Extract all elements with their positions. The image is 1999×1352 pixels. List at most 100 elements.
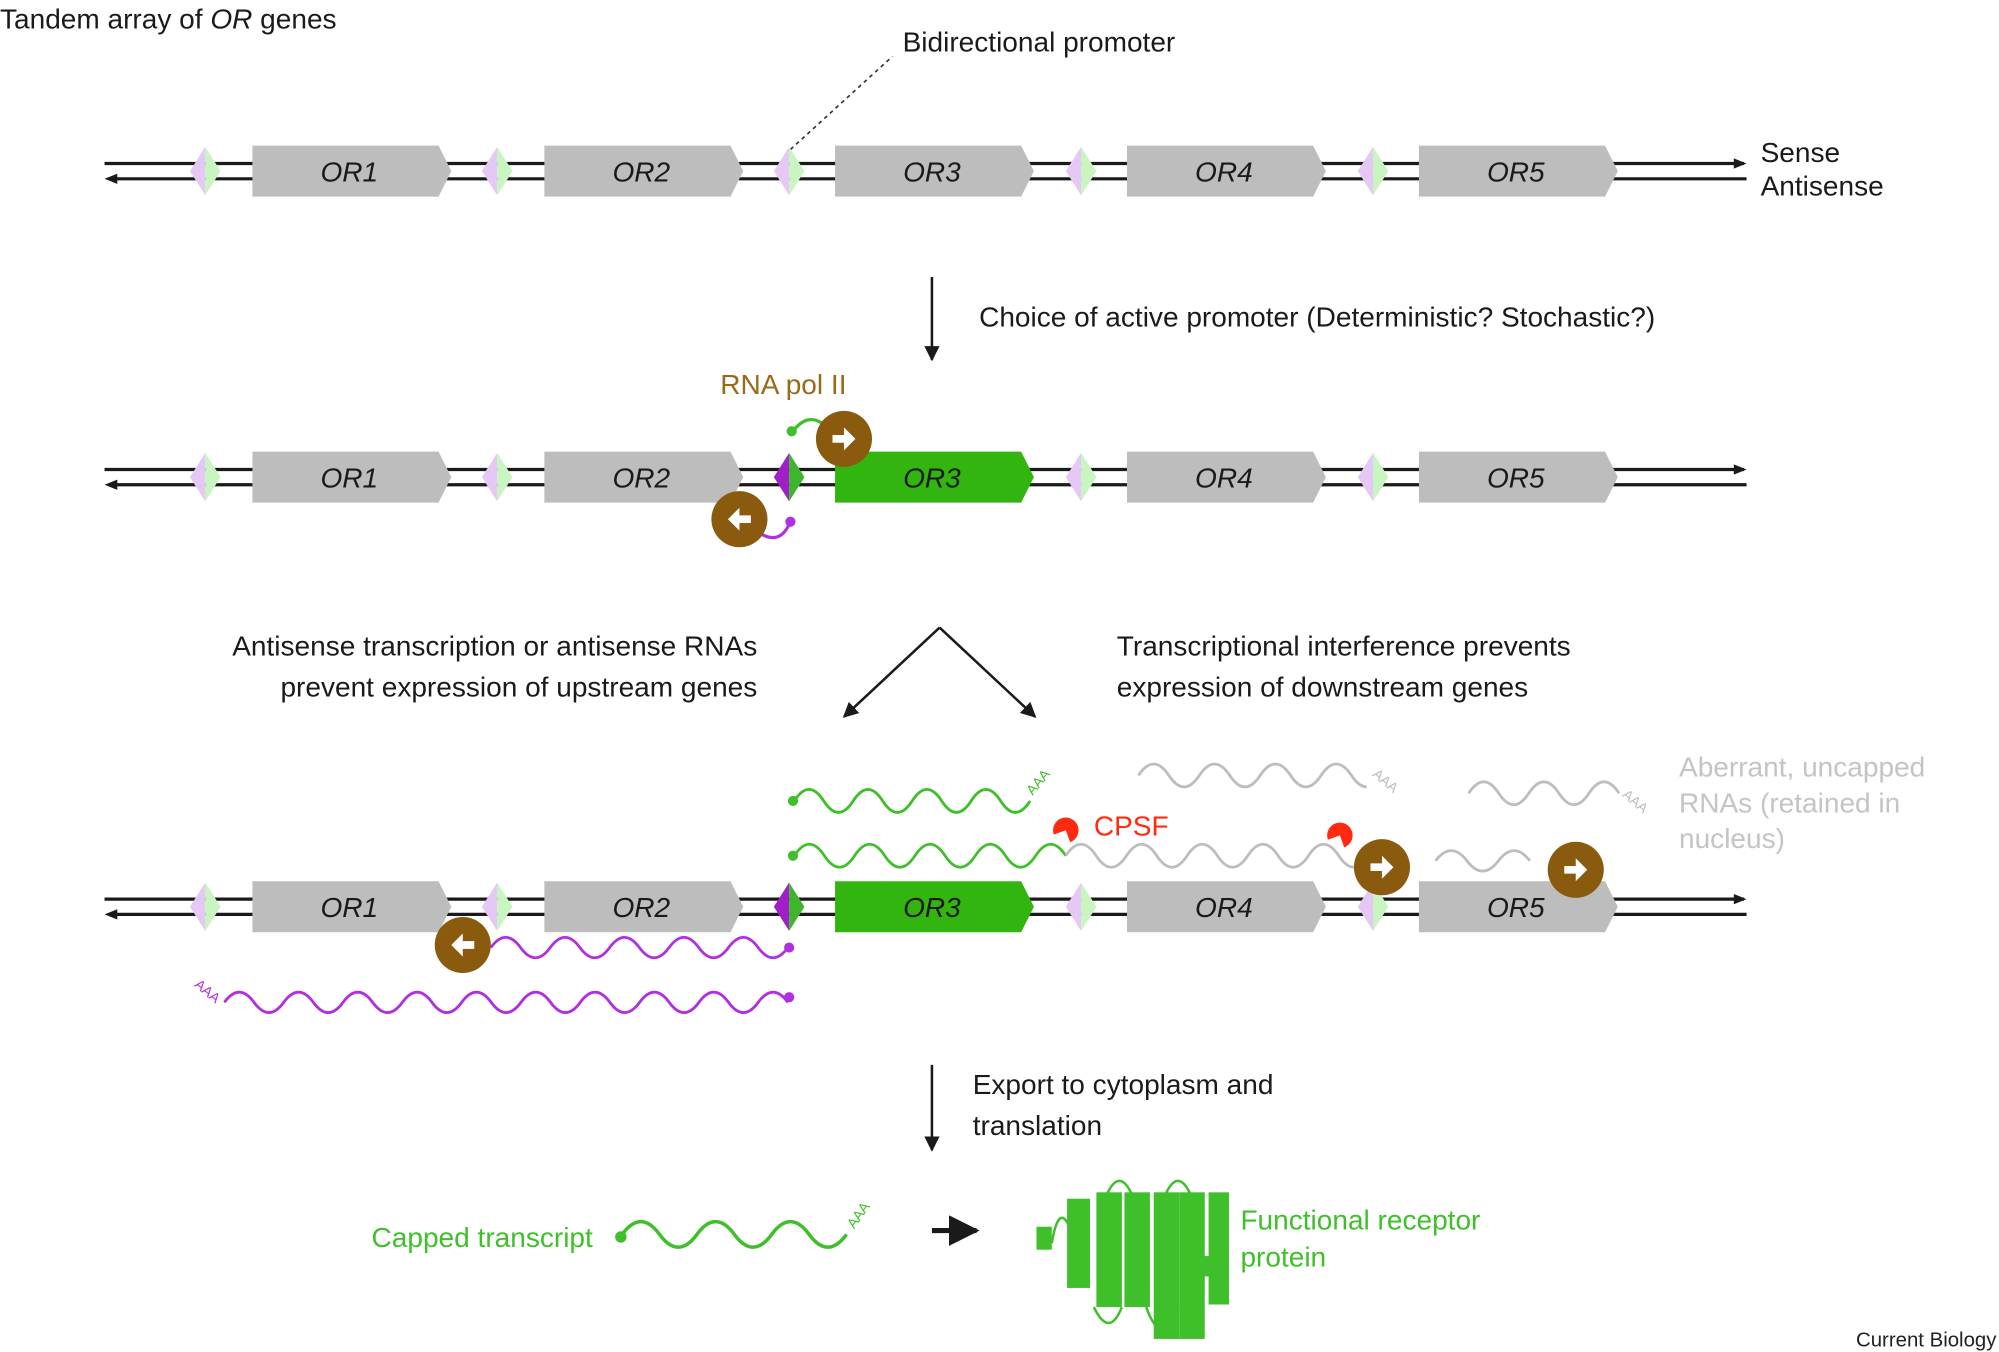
- promoter-right-half: [205, 146, 221, 196]
- gene-label-or2: OR2: [612, 156, 670, 187]
- aberrant-rna-nascent: [1434, 849, 1531, 873]
- promoter-left-half: [189, 452, 206, 502]
- promoter-right-half: [789, 146, 805, 196]
- sense-arrowhead-icon: [1733, 894, 1747, 905]
- promoter-right-half: [1373, 452, 1389, 502]
- rna-cap: [787, 850, 799, 861]
- direction-arrow-icon: [1370, 855, 1394, 879]
- right-branch-label-line2: expression of downstream genes: [1117, 671, 1528, 702]
- gene-label-or5: OR5: [1487, 462, 1545, 493]
- promoter-right-half: [497, 452, 513, 502]
- poly-a-tail: AAA: [844, 1198, 874, 1231]
- gene-or1: [252, 451, 452, 503]
- gene-label-or4: OR4: [1195, 462, 1253, 493]
- bidirectional-promoter-label: Bidirectional promoter: [903, 26, 1176, 57]
- step2-label-line2: translation: [973, 1110, 1102, 1141]
- capped-transcript-rna: [620, 1219, 848, 1249]
- promoter-left-half: [481, 882, 498, 931]
- rna-pol-ii: [711, 491, 768, 548]
- promoter-callout-line: [789, 55, 893, 151]
- poly-a-tail: AAA: [192, 976, 224, 1007]
- gene-or4: [1126, 145, 1326, 197]
- rna-pol-ii: [1547, 841, 1604, 898]
- gene-label-or5: OR5: [1487, 156, 1545, 187]
- direction-arrow-icon: [451, 933, 475, 957]
- promoter-left-half: [773, 452, 790, 502]
- gene-label-or3: OR3: [903, 462, 961, 493]
- step1-label: Choice of active promoter (Deterministic…: [979, 302, 1655, 333]
- aberrant-rna: [1467, 780, 1621, 807]
- capped-transcript-label: Capped transcript: [372, 1222, 593, 1253]
- protein-nterm: [1036, 1226, 1052, 1250]
- rna-cap: [785, 516, 796, 527]
- gene-or3: [835, 145, 1034, 197]
- gene-or4: [1126, 451, 1326, 503]
- promoter-right-half: [497, 146, 513, 196]
- promoter-right-half: [1081, 882, 1097, 931]
- receptor-protein-icon: [1036, 1179, 1229, 1339]
- aberrant-rna: [1137, 762, 1367, 789]
- aberrant-label-line3: nucleus): [1679, 823, 1785, 854]
- protein-cterm: [1198, 1256, 1214, 1277]
- gene-or2: [544, 881, 744, 933]
- antisense-arrowhead-icon: [104, 479, 118, 490]
- transmembrane-helix: [1208, 1192, 1229, 1305]
- promoter-left-half: [1065, 882, 1082, 931]
- cpsf-label: CPSF: [1094, 810, 1169, 841]
- antisense-label: Antisense: [1761, 170, 1884, 201]
- promoter-right-half: [1081, 146, 1097, 196]
- promoter-left-half: [189, 882, 206, 931]
- promoter-left-half: [1357, 146, 1374, 196]
- aberrant-label-line1: Aberrant, uncapped: [1679, 752, 1925, 783]
- promoter-right-half: [1373, 146, 1389, 196]
- promoter-left-half: [1065, 452, 1082, 502]
- gene-label-or2: OR2: [612, 892, 670, 923]
- step2-label-line1: Export to cytoplasm and: [973, 1069, 1274, 1100]
- promoter-right-half: [789, 452, 805, 502]
- rna-pol-ii: [815, 410, 873, 467]
- promoter-left-half: [773, 146, 790, 196]
- antisense-arrowhead-icon: [104, 909, 118, 920]
- gene-or2: [544, 451, 744, 503]
- rna-pol-ii-label: RNA pol II: [720, 369, 846, 400]
- gene-label-or5: OR5: [1487, 892, 1545, 923]
- promoter-right-half: [205, 452, 221, 502]
- antisense-arrowhead-icon: [104, 173, 118, 184]
- promoter-right-half: [1081, 452, 1097, 502]
- right-branch-label-line1: Transcriptional interference prevents: [1117, 631, 1571, 662]
- capped-transcript-and-protein: AAA: [615, 1179, 1229, 1339]
- promoter-left-half: [1357, 452, 1374, 502]
- direction-arrow-icon: [832, 427, 856, 451]
- journal-credit: Current Biology: [1856, 1330, 1997, 1352]
- sense-transcript-capped: [793, 788, 1032, 814]
- gene-label-or3: OR3: [903, 156, 961, 187]
- gene-or3: [835, 451, 1034, 503]
- gene-or1: [252, 881, 452, 933]
- rna-cap: [786, 426, 797, 437]
- promoter-left-half: [481, 146, 498, 196]
- gene-label-or4: OR4: [1195, 892, 1253, 923]
- cpsf-icon: [1053, 817, 1079, 843]
- sense-arrowhead-icon: [1733, 464, 1747, 475]
- promoter-left-half: [773, 882, 790, 931]
- antisense-rna-polyadenylated: [223, 990, 790, 1014]
- gene-label-or1: OR1: [320, 892, 378, 923]
- gene-label-or1: OR1: [320, 156, 378, 187]
- rna-pol-ii: [1353, 839, 1411, 896]
- gene-or4: [1126, 881, 1326, 933]
- figure-title: Tandem array of OR genes: [0, 3, 337, 34]
- poly-a-tail: AAA: [1370, 765, 1402, 796]
- poly-a-tail: AAA: [1620, 786, 1652, 817]
- rna-cap: [784, 992, 795, 1003]
- promoter-right-half: [205, 882, 221, 931]
- promoter-left-half: [1065, 146, 1082, 196]
- gene-label-or2: OR2: [612, 462, 670, 493]
- promoter-right-half: [789, 882, 805, 931]
- sense-transcript-readthrough: [793, 842, 1067, 869]
- poly-a-tail: AAA: [1023, 765, 1054, 797]
- gene-label-or1: OR1: [320, 462, 378, 493]
- left-branch-label-line2: prevent expression of upstream genes: [280, 671, 757, 702]
